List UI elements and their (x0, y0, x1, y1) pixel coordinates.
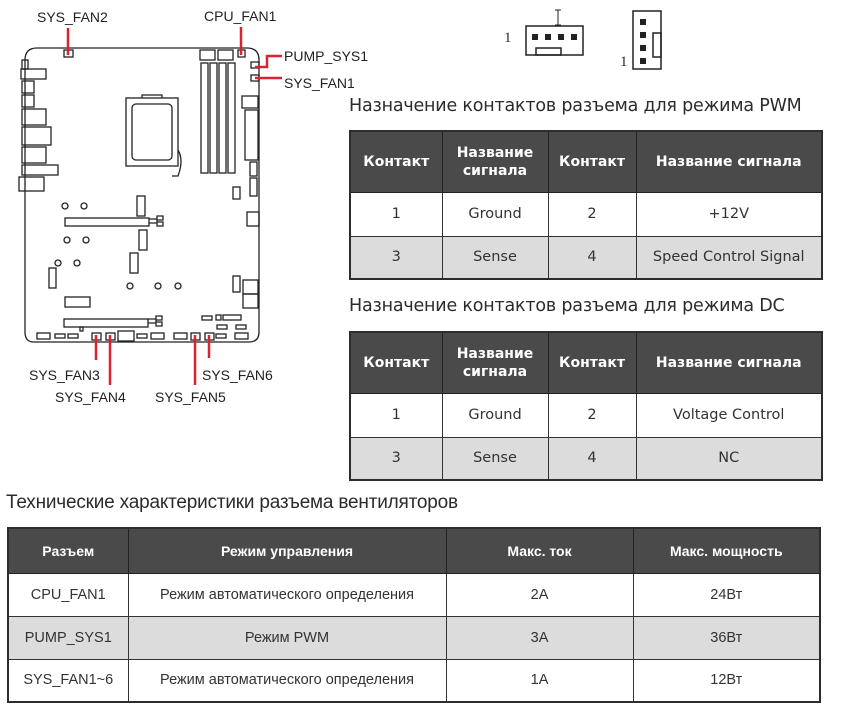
table-row: PUMP_SYS1 Режим PWM 3A 36Вт (7, 615, 821, 660)
col-header: Контакт (547, 331, 637, 394)
cell: 3 (349, 436, 443, 481)
dc-pinout-table: Контакт Название сигнала Контакт Названи… (349, 331, 823, 481)
col-header: Разъем (7, 527, 129, 574)
leader-lines (66, 27, 282, 385)
cell: 12Вт (632, 658, 821, 703)
table-row: 3 Sense 4 Speed Control Signal (349, 235, 823, 280)
cell: Ground (441, 191, 549, 237)
rear-io-ports (18, 59, 59, 192)
col-header: Контакт (349, 130, 443, 193)
board-outline (24, 47, 260, 343)
cpu-socket (125, 94, 182, 177)
cell: 1 (349, 191, 443, 237)
table-header-row: Контакт Название сигнала Контакт Названи… (349, 130, 823, 193)
cell: Режим PWM (127, 615, 447, 660)
specs-title: Технические характеристики разъема венти… (6, 492, 458, 513)
table-header-row: Контакт Название сигнала Контакт Названи… (349, 331, 823, 394)
dc-title: Назначение контактов разъема для режима … (349, 296, 785, 316)
pin1-label-horizontal: 1 (504, 30, 512, 46)
cell: 1 (349, 392, 443, 438)
motherboard-diagram (18, 27, 282, 385)
label-sys-fan2: SYS_FAN2 (37, 9, 108, 25)
cell: +12V (635, 191, 823, 237)
fan-connector-vertical-icon (632, 10, 662, 70)
col-header: Название сигнала (635, 130, 823, 193)
col-header: Контакт (547, 130, 637, 193)
label-sys-fan1: SYS_FAN1 (284, 75, 355, 91)
table-row: 1 Ground 2 Voltage Control (349, 392, 823, 438)
cell: Voltage Control (635, 392, 823, 438)
cell: 24Вт (632, 572, 821, 617)
cell: SYS_FAN1~6 (7, 658, 129, 703)
pcie-slot-bottom (63, 318, 149, 328)
cell: Ground (441, 392, 549, 438)
cell: Режим автоматического определения (127, 572, 447, 617)
cell: 2A (445, 572, 634, 617)
label-sys-fan3: SYS_FAN3 (29, 367, 100, 383)
cell: 2 (547, 191, 637, 237)
col-header: Макс. мощность (632, 527, 821, 574)
cell: 3A (445, 615, 634, 660)
cell: 4 (547, 436, 637, 481)
m2-slot-top (64, 217, 150, 227)
col-header: Контакт (349, 331, 443, 394)
ram-slots (199, 49, 236, 174)
cell: 2 (547, 392, 637, 438)
pwm-title: Назначение контактов разъема для режима … (349, 96, 802, 116)
cell: CPU_FAN1 (7, 572, 129, 617)
cell: PUMP_SYS1 (7, 615, 129, 660)
col-header: Название сигнала (441, 130, 549, 193)
cell: 3 (349, 235, 443, 280)
pin1-label-vertical: 1 (620, 54, 628, 70)
cell: Sense (441, 235, 549, 280)
col-header: Название сигнала (441, 331, 549, 394)
pwm-pinout-table: Контакт Название сигнала Контакт Названи… (349, 130, 823, 280)
table-row: CPU_FAN1 Режим автоматического определен… (7, 572, 821, 617)
cell: Sense (441, 436, 549, 481)
label-pump-sys1: PUMP_SYS1 (284, 48, 369, 64)
table-row: 3 Sense 4 NC (349, 436, 823, 481)
label-sys-fan5: SYS_FAN5 (155, 389, 226, 405)
label-sys-fan4: SYS_FAN4 (55, 389, 126, 405)
table-header-row: Разъем Режим управления Макс. ток Макс. … (7, 527, 821, 574)
cell: NC (635, 436, 823, 481)
cell: 4 (547, 235, 637, 280)
label-sys-fan6: SYS_FAN6 (202, 367, 273, 383)
table-row: SYS_FAN1~6 Режим автоматического определ… (7, 658, 821, 703)
cell: 36Вт (632, 615, 821, 660)
cell: Режим автоматического определения (127, 658, 447, 703)
cell: Speed Control Signal (635, 235, 823, 280)
label-cpu-fan1: CPU_FAN1 (204, 8, 277, 24)
col-header: Макс. ток (445, 527, 634, 574)
table-row: 1 Ground 2 +12V (349, 191, 823, 237)
col-header: Название сигнала (635, 331, 823, 394)
cell: 1A (445, 658, 634, 703)
fan-connector-horizontal-icon (525, 9, 584, 56)
fan-specs-table: Разъем Режим управления Макс. ток Макс. … (7, 527, 821, 703)
col-header: Режим управления (127, 527, 447, 574)
